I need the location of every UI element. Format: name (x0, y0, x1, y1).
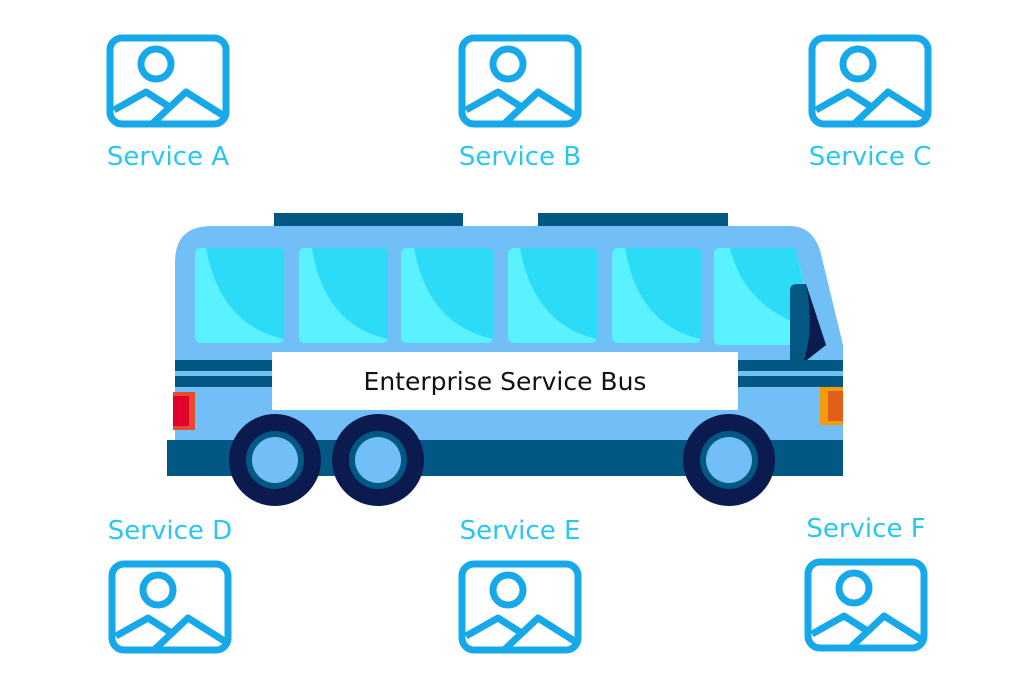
image-icon (106, 34, 230, 128)
wheel (229, 414, 321, 506)
bus-banner (272, 352, 738, 410)
bus-label: Enterprise Service Bus (363, 366, 647, 396)
image-icon (804, 558, 928, 652)
image-icon (458, 560, 582, 654)
service-b: Service B (430, 34, 610, 172)
service-label: Service B (458, 142, 582, 172)
service-label: Service F (806, 514, 926, 544)
service-label: Service D (107, 516, 233, 546)
service-label: Service C (808, 142, 932, 172)
service-label: Service E (459, 516, 581, 546)
wheel (332, 414, 424, 506)
image-icon (108, 560, 232, 654)
image-icon (808, 34, 932, 128)
service-c: Service C (780, 34, 960, 172)
image-icon (458, 34, 582, 128)
service-a: Service A (78, 34, 258, 172)
service-label: Service A (106, 142, 230, 172)
roof-vent (274, 213, 463, 227)
service-f: Service F (776, 514, 956, 652)
roof-vent (538, 213, 728, 227)
service-d: Service D (80, 516, 260, 654)
service-e: Service E (430, 516, 610, 654)
wheel (683, 414, 775, 506)
